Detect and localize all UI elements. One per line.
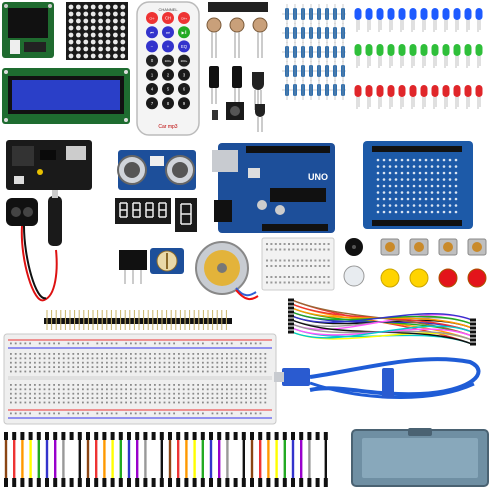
remote-button-label: ▶‖ <box>182 30 187 35</box>
seven-segment-displays <box>115 198 197 232</box>
dupont-ribbon-cable <box>4 432 328 487</box>
battery-clip-cable <box>6 190 62 302</box>
component-storage-box <box>351 428 489 487</box>
jumper-wires-bundle <box>288 298 476 346</box>
sensor-module <box>119 250 147 284</box>
remote-button-label: CH <box>165 16 171 21</box>
potentiometer <box>150 248 184 274</box>
remote-channel-label: CHANNEL <box>158 7 178 12</box>
ultrasonic-sensor <box>117 150 196 190</box>
buzzer <box>343 238 365 287</box>
led-rows <box>354 8 483 109</box>
uno-logo: UNO <box>308 172 328 182</box>
remote-brand-label: Car mp3 <box>158 124 177 130</box>
breadboard-power-module <box>6 140 92 190</box>
photoresistors <box>206 2 268 58</box>
large-breadboard <box>3 333 277 425</box>
remote-button-label: 200+ <box>181 59 188 63</box>
ir-remote-control: CHANNEL CH- CH CH+ ⏮ ⏭ ▶‖ − + EQ 0 100+ 200+ 1 2 3 4 5 6 7… <box>136 1 200 136</box>
usb-cable <box>274 357 481 399</box>
remote-button-label: 3 <box>183 72 186 77</box>
remote-button-label: 100+ <box>165 59 172 63</box>
remote-button-label: 9 <box>183 101 186 106</box>
prototype-shield <box>363 141 473 229</box>
stepper-driver-board <box>2 2 54 58</box>
remote-button-label: ⏭ <box>166 30 170 35</box>
lcd-1602-module <box>2 68 130 124</box>
pin-header-strip <box>44 310 232 330</box>
remote-button-label: 8 <box>167 101 170 106</box>
remote-button-label: ⏮ <box>150 30 154 35</box>
remote-button-label: − <box>151 44 154 49</box>
led-dot-matrix <box>66 2 128 60</box>
remote-button-label: 0 <box>151 58 154 63</box>
remote-button-label: CH- <box>149 17 154 21</box>
remote-button-label: 5 <box>167 87 170 92</box>
remote-button-label: 7 <box>151 101 154 106</box>
remote-button-label: EQ <box>181 44 188 49</box>
remote-button-label: 4 <box>151 87 154 92</box>
resistor-strips <box>282 4 346 100</box>
remote-button-label: CH+ <box>181 17 187 21</box>
stepper-motor <box>195 241 259 301</box>
remote-button-label: 2 <box>167 72 170 77</box>
mini-breadboard <box>261 237 335 291</box>
arduino-uno-board: UNO <box>212 143 335 233</box>
push-buttons <box>380 238 487 256</box>
capacitors-and-transistors <box>209 66 265 132</box>
remote-button-label: + <box>167 44 170 49</box>
remote-button-label: 6 <box>183 87 186 92</box>
button-caps <box>380 268 487 288</box>
remote-button-label: 1 <box>151 72 154 77</box>
